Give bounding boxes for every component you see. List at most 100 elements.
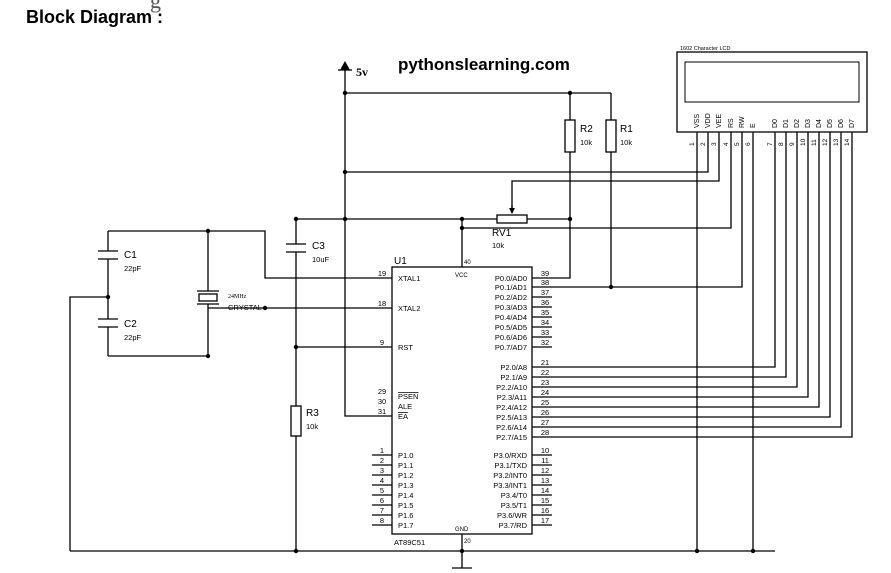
resistor-r2: R2 10k — [564, 119, 593, 153]
mcu-body — [391, 266, 533, 535]
mcu-pin-number: 3 — [380, 466, 384, 475]
junction-dot — [750, 548, 756, 554]
mcu-left-pins: 19XTAL118XTAL29RST29PSEN30ALE31EA1P1.02P… — [372, 269, 420, 530]
wire-lcd-rw — [611, 148, 743, 288]
power-label: 5v — [356, 65, 368, 79]
mcu-pin-name: P1.5 — [398, 501, 413, 510]
mcu-pin-name: P3.0/RXD — [494, 451, 528, 460]
mcu-pin-number: 2 — [380, 456, 384, 465]
mcu-pin-name: P0.3/AD3 — [495, 303, 527, 312]
r1-value: 10k — [620, 138, 632, 147]
mcu-pin-number: 34 — [541, 318, 549, 327]
mcu-gnd-label: GND — [455, 527, 469, 533]
mcu-pin-name: P0.4/AD4 — [495, 313, 527, 322]
mcu-pin-number: 21 — [541, 358, 549, 367]
mcu-pin-number: 9 — [380, 338, 384, 347]
mcu-pin-name: P1.2 — [398, 471, 413, 480]
junction-dot — [459, 548, 465, 554]
mcu-pin-name: P1.1 — [398, 461, 413, 470]
junction-dot — [459, 225, 465, 231]
lcd-pin-number: 4 — [723, 142, 730, 146]
lcd-module: 1602 Character LCD VSS1VDD2VEE3RS4RW5E6D… — [676, 46, 868, 148]
crystal-name: CRYSTAL — [228, 303, 262, 312]
lcd-pin-name: D5 — [827, 119, 834, 128]
junction-dot — [105, 294, 111, 300]
mcu-pin-number: 35 — [541, 308, 549, 317]
wire-data-line — [532, 148, 831, 418]
mcu-pin-number: 22 — [541, 368, 549, 377]
wire-data-line — [532, 148, 820, 408]
junction-dot — [205, 228, 211, 234]
c1-ref: C1 — [124, 250, 137, 261]
lcd-pin-name: RS — [728, 118, 735, 128]
mcu-pin-name: P1.0 — [398, 451, 413, 460]
lcd-pin-number: 10 — [800, 138, 807, 146]
mcu-pin-number: 17 — [541, 516, 549, 525]
wire-data-line — [532, 148, 842, 428]
mcu-pin-name: P1.3 — [398, 481, 413, 490]
rv1-ref: RV1 — [492, 228, 512, 239]
mcu-pin-number: 23 — [541, 378, 549, 387]
mcu-pin-number: 24 — [541, 388, 549, 397]
crystal-freq: 24MHz — [228, 294, 247, 300]
mcu-pin-number: 16 — [541, 506, 549, 515]
mcu-pin-name: P0.0/AD0 — [495, 274, 527, 283]
wire-osc-top — [108, 230, 392, 279]
mcu-pin-number: 29 — [378, 387, 386, 396]
junction-dot — [293, 548, 299, 554]
mcu-pin-number: 37 — [541, 288, 549, 297]
junction-dot — [342, 169, 348, 175]
lcd-body — [676, 51, 868, 133]
lcd-pins: VSS1VDD2VEE3RS4RW5E6D07D18D29D310D411D51… — [689, 113, 856, 148]
junction-dot — [567, 216, 573, 222]
mcu-pin-name: P0.7/AD7 — [495, 343, 527, 352]
mcu-part: AT89C51 — [394, 538, 425, 547]
lcd-pin-number: 9 — [789, 142, 796, 146]
lcd-pin-name: D4 — [816, 119, 823, 128]
r1-ref: R1 — [620, 124, 633, 135]
mcu-pin-name: P2.2/A10 — [496, 383, 527, 392]
r3-value: 10k — [306, 422, 318, 431]
cropped-heading-fragment: g — [150, 0, 161, 13]
capacitor-c3: C3 10uF — [286, 241, 330, 264]
mcu-vcc-label: VCC — [455, 273, 468, 279]
mcu-pin-name: P2.6/A14 — [496, 423, 527, 432]
mcu-pin-number: 28 — [541, 428, 549, 437]
mcu-pin-number: 5 — [380, 486, 384, 495]
junction-dot — [342, 216, 348, 222]
wire-lcd-vee — [511, 148, 720, 213]
r2-ref: R2 — [580, 124, 593, 135]
junction-dot — [293, 216, 299, 222]
mcu-vcc-pin: 40 — [464, 260, 471, 266]
lcd-pin-name: RW — [739, 116, 746, 128]
wire-lcd-vdd — [345, 148, 709, 173]
mcu-pin-number: 27 — [541, 418, 549, 427]
mcu-pin-name: P0.2/AD2 — [495, 293, 527, 302]
lcd-pin-name: E — [750, 123, 757, 128]
mcu-pin-name: XTAL2 — [398, 304, 420, 313]
mcu-pin-number: 19 — [378, 269, 386, 278]
c3-value: 10uF — [312, 255, 330, 264]
mcu-pin-name: EA — [398, 412, 408, 421]
mcu-pin-number: 25 — [541, 398, 549, 407]
wire-lcd-rs — [462, 148, 732, 229]
capacitor-c1: C1 22pF — [98, 250, 142, 273]
wire-data-line — [532, 148, 853, 438]
mcu-pin-name: P2.0/A8 — [500, 363, 527, 372]
lcd-pin-name: D2 — [794, 119, 801, 128]
mcu-pin-name: P2.5/A13 — [496, 413, 527, 422]
mcu-pin-number: 32 — [541, 338, 549, 347]
lcd-pin-name: VDD — [705, 113, 712, 128]
resistor-r3: R3 10k — [290, 405, 319, 437]
mcu-pin-number: 39 — [541, 269, 549, 278]
mcu-pin-number: 7 — [380, 506, 384, 515]
lcd-pin-number: 8 — [778, 142, 785, 146]
junction-dot — [694, 548, 700, 554]
lcd-pin-number: 5 — [734, 142, 741, 146]
lcd-screen — [684, 61, 860, 103]
mcu-pin-name: ALE — [398, 402, 412, 411]
power-5v-symbol: 5v — [338, 61, 368, 79]
junction-dot — [608, 284, 614, 290]
